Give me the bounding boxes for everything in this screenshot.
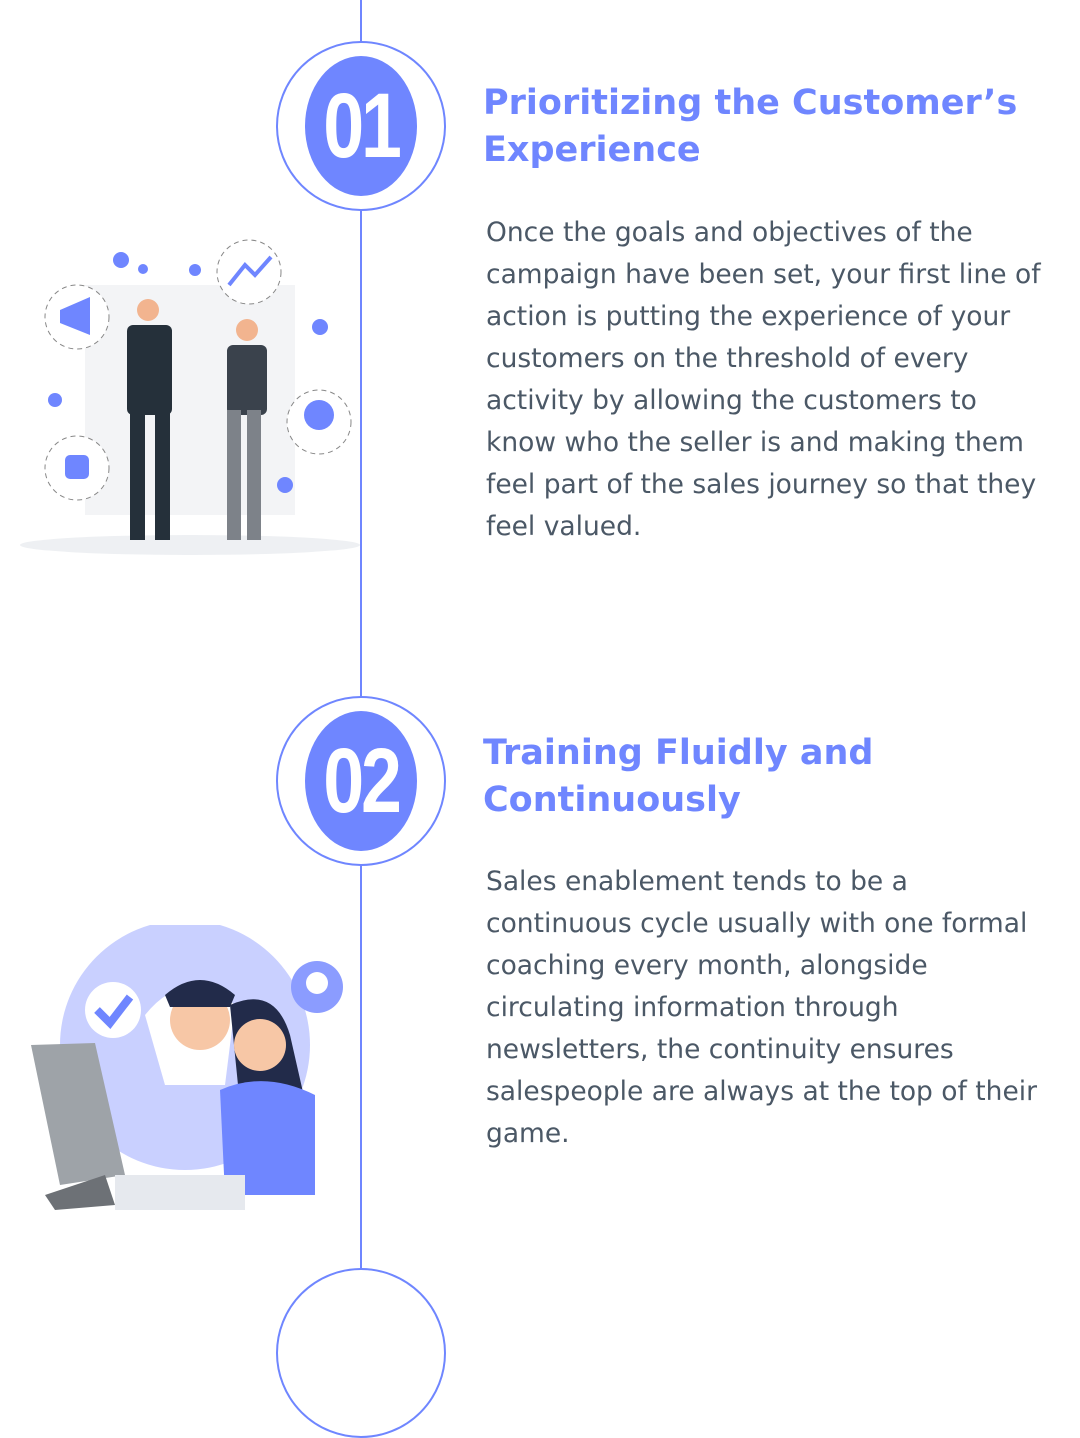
step-badge-03 bbox=[276, 1268, 446, 1438]
step-badge-02: 02 bbox=[276, 696, 446, 866]
step-title: Prioritizing the Customer’s Experience bbox=[483, 83, 1018, 170]
timeline-line bbox=[360, 0, 362, 1278]
handshake-illustration bbox=[20, 239, 360, 555]
step-number: 02 bbox=[305, 711, 417, 851]
step-body: Once the goals and objectives of the cam… bbox=[486, 217, 1041, 542]
step-number: 01 bbox=[305, 56, 417, 196]
step-title: Training Fluidly and Continuously bbox=[483, 733, 874, 820]
step-badge-01: 01 bbox=[276, 41, 446, 211]
step-body: Sales enablement tends to be a continuou… bbox=[486, 866, 1038, 1149]
coaching-illustration bbox=[31, 925, 343, 1210]
